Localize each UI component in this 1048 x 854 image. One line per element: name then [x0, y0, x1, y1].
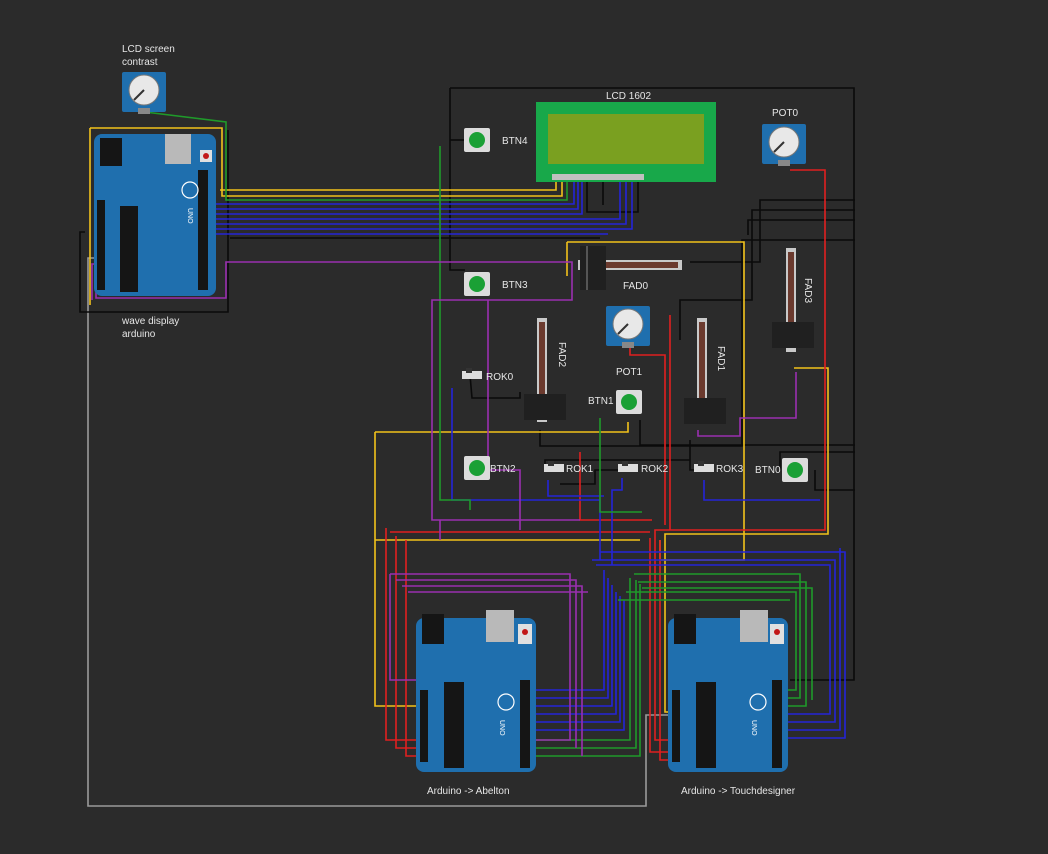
btn0[interactable]: [782, 458, 808, 482]
btn4[interactable]: [464, 128, 490, 152]
label-ableton: Arduino -> Abelton: [427, 786, 510, 797]
rok0[interactable]: [462, 368, 482, 379]
wires-red: [385, 169, 826, 761]
label-rok1: ROK1: [566, 464, 594, 475]
label-rok0: ROK0: [486, 372, 514, 383]
btn1[interactable]: [616, 390, 642, 414]
uno-label: UNO: [750, 720, 757, 736]
label-fad3: FAD3: [802, 278, 813, 304]
pot1[interactable]: [606, 306, 650, 348]
label-lcd-contrast: LCD screen contrast: [122, 44, 175, 68]
lcd-contrast-pot[interactable]: [122, 72, 166, 114]
label-btn3: BTN3: [502, 280, 528, 291]
label-btn1: BTN1: [588, 396, 614, 407]
label-fad0: FAD0: [623, 281, 649, 292]
label-fad1: FAD1: [715, 346, 726, 372]
btn3[interactable]: [464, 272, 490, 296]
label-btn2: BTN2: [490, 464, 516, 475]
fad0[interactable]: [578, 246, 682, 290]
label-wave-display: wave display arduino: [122, 316, 180, 340]
rok2[interactable]: [618, 461, 638, 472]
label-rok3: ROK3: [716, 464, 744, 475]
fad1[interactable]: [684, 318, 726, 424]
fad3[interactable]: [772, 248, 814, 352]
label-fad2: FAD2: [556, 342, 567, 368]
arduino-touchdesigner[interactable]: UNO: [668, 610, 788, 772]
label-btn0: BTN0: [755, 465, 781, 476]
wires-purple: [91, 261, 797, 756]
uno-label: UNO: [186, 208, 193, 224]
label-pot0: POT0: [772, 108, 799, 119]
label-touchdesigner: Arduino -> Touchdesigner: [681, 786, 796, 797]
wires: [79, 87, 855, 807]
rok3[interactable]: [694, 461, 714, 472]
pot0[interactable]: [762, 124, 806, 166]
wires-black: [79, 87, 855, 681]
wires-green: [144, 111, 813, 757]
label-lcd-1602: LCD 1602: [606, 91, 652, 102]
btn2[interactable]: [464, 456, 490, 480]
label-pot1: POT1: [616, 367, 643, 378]
rok1[interactable]: [544, 461, 564, 472]
label-rok2: ROK2: [641, 464, 669, 475]
fad2[interactable]: [524, 318, 566, 422]
arduino-wave-display[interactable]: UNO: [94, 134, 216, 296]
uno-label: UNO: [498, 720, 505, 736]
arduino-ableton[interactable]: UNO: [416, 610, 536, 772]
wires-blue: [205, 180, 846, 739]
label-btn4: BTN4: [502, 136, 528, 147]
lcd-1602[interactable]: [536, 102, 716, 182]
